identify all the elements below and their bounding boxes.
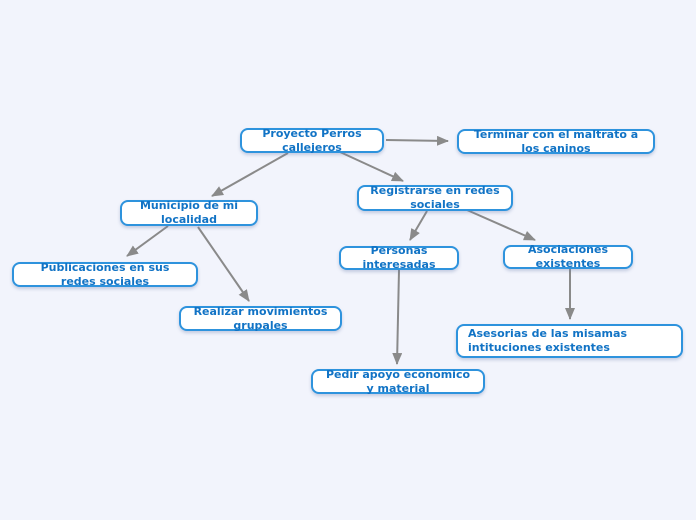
- connector-proyecto-municipio: [211, 152, 289, 197]
- connector-registrarse-asociaciones: [466, 209, 536, 241]
- node-label: Realizar movimientos grupales: [193, 304, 328, 332]
- node-registrarse-en-redes-sociales[interactable]: Registrarse en redes sociales: [357, 184, 513, 211]
- node-label: Proyecto Perros callejeros: [262, 126, 362, 154]
- node-label: Terminar con el maltrato a los caninos: [473, 127, 639, 155]
- node-label: Asesorias de las misamas intituciones ex…: [468, 327, 627, 354]
- node-label: Asociaciones existentes: [527, 243, 609, 270]
- node-personas-interesadas[interactable]: Personas interesadas: [339, 244, 459, 271]
- connector-municipio-realizar: [197, 226, 250, 302]
- connector-proyecto-registrarse: [339, 151, 404, 182]
- connector-personas-pedir: [392, 269, 403, 365]
- node-proyecto-perros-callejeros[interactable]: Proyecto Perros callejeros: [240, 126, 384, 154]
- node-terminar-con-el-maltrato[interactable]: Terminar con el maltrato a los caninos: [457, 127, 655, 155]
- node-label: Pedir apoyo economico y material: [325, 367, 471, 395]
- connector-registrarse-personas: [409, 210, 428, 241]
- node-label: Registrarse en redes sociales: [370, 184, 500, 211]
- node-asociaciones-existentes[interactable]: Asociaciones existentes: [503, 243, 633, 270]
- node-realizar-movimientos-grupales[interactable]: Realizar movimientos grupales: [179, 304, 342, 332]
- connector-proyecto-terminar: [385, 135, 449, 146]
- node-label: Municipio de mi localidad: [139, 199, 239, 226]
- connector-municipio-publicaciones: [126, 225, 169, 257]
- node-label: Personas interesadas: [362, 244, 436, 271]
- node-label: Publicaciones en sus redes sociales: [40, 260, 170, 288]
- node-asesorias-intituciones-existentes[interactable]: Asesorias de las misamas intituciones ex…: [456, 324, 683, 358]
- node-municipio-de-mi-localidad[interactable]: Municipio de mi localidad: [120, 199, 258, 226]
- node-publicaciones-en-sus-redes-sociales[interactable]: Publicaciones en sus redes sociales: [12, 260, 198, 288]
- node-pedir-apoyo-economico-y-material[interactable]: Pedir apoyo economico y material: [311, 367, 485, 395]
